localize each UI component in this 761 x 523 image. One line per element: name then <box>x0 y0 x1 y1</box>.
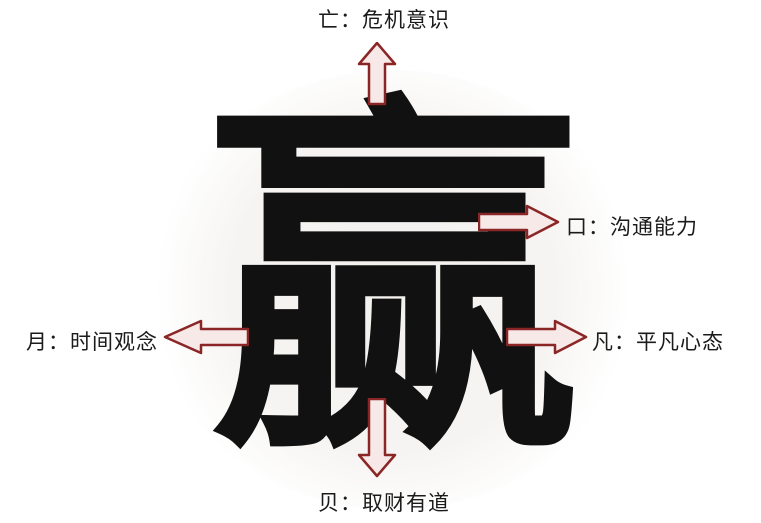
label-right-communication: 口：沟通能力 <box>566 215 698 239</box>
label-bottom-wealth: 贝：取财有道 <box>318 491 450 515</box>
background-circle <box>148 70 638 510</box>
arrow-right-upper-icon <box>478 204 560 240</box>
label-right-ordinary-mindset: 凡：平凡心态 <box>592 330 724 354</box>
arrow-left-icon <box>163 319 249 355</box>
arrow-right-lower-icon <box>506 319 588 355</box>
label-top-crisis-awareness: 亡：危机意识 <box>318 8 450 32</box>
arrow-up-icon <box>357 42 397 106</box>
label-left-time-concept: 月：时间观念 <box>26 330 158 354</box>
arrow-down-icon <box>357 398 397 478</box>
center-character: 赢 <box>208 82 580 493</box>
